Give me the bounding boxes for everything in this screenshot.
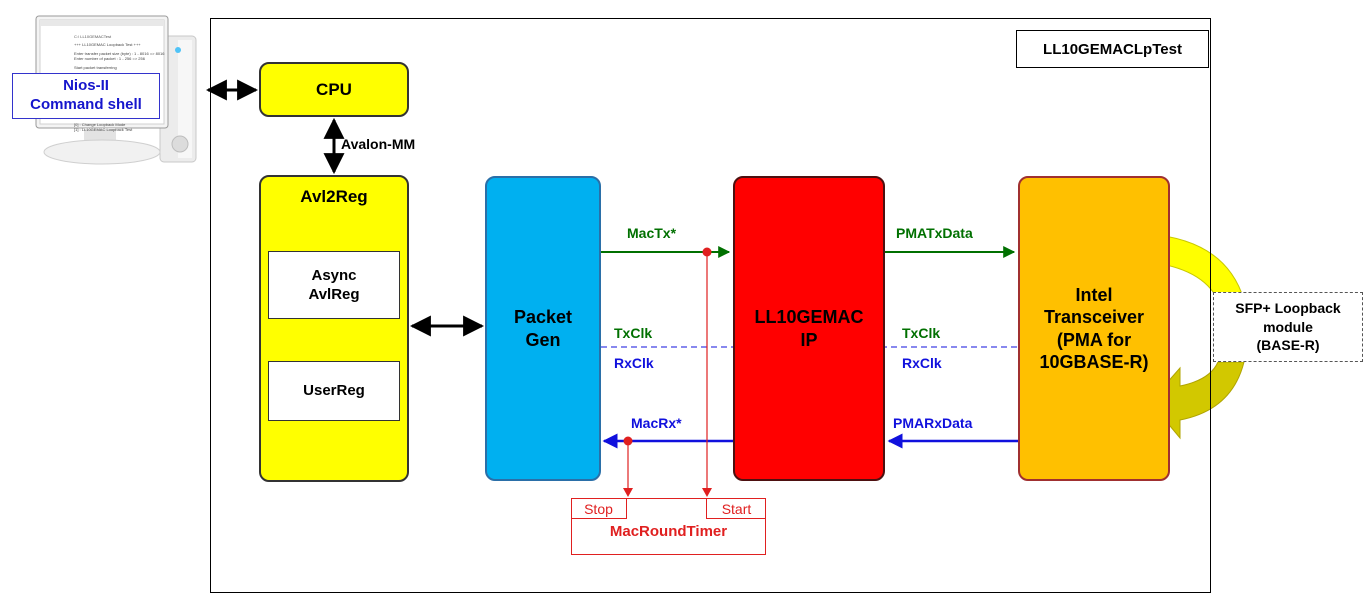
console-title: C:\ LL10GEMACTest (74, 34, 112, 39)
avalon-mm-label: Avalon-MM (341, 136, 416, 152)
async-avlreg-block: Async AvlReg (268, 251, 400, 319)
frame-title: LL10GEMACLpTest (1016, 30, 1209, 68)
ll10gemac-ip-block: LL10GEMAC IP (733, 176, 885, 481)
avl2reg-block: Avl2Reg (259, 175, 409, 482)
console-line: Start packet transferring (74, 65, 117, 70)
avl2reg-title: Avl2Reg (300, 187, 368, 206)
packet-gen-block: Packet Gen (485, 176, 601, 481)
timer-name: MacRoundTimer (609, 523, 728, 540)
cpu-block: CPU (259, 62, 409, 117)
timer-stop-port: Stop (571, 499, 627, 519)
rxclk-label-left: RxClk (614, 355, 654, 371)
macrx-label: MacRx* (631, 415, 682, 431)
nios-command-shell-label: Nios-II Command shell (12, 73, 160, 119)
userreg-block: UserReg (268, 361, 400, 421)
start-tap-arrowhead (702, 488, 712, 497)
timer-start-port: Start (706, 499, 766, 519)
rxclk-label-right: RxClk (902, 355, 942, 371)
console-line: +++ LL10GEMAC Loopback Test +++ (74, 42, 141, 47)
mactx-label: MacTx* (627, 225, 677, 241)
console-line: [0] : Change Loopback Mode (74, 122, 126, 127)
console-menu: [0] : Change Loopback Mode [1] : LL10GEM… (74, 122, 132, 132)
intel-transceiver-block: Intel Transceiver (PMA for 10GBASE-R) (1018, 176, 1170, 481)
sfp-loopback-module: SFP+ Loopback module (BASE-R) (1213, 292, 1363, 362)
txclk-label-right: TxClk (902, 325, 941, 341)
console-line: Enter transfer packet size (byte) : 1 - … (74, 51, 165, 56)
console-line: Enter number of packet : 1 - 256 => 256 (74, 56, 145, 61)
stop-tap-arrowhead (623, 488, 633, 497)
pmatx-label: PMATxData (896, 225, 973, 241)
start-tap-dot (702, 247, 712, 257)
console-line: [1] : LL10GEMAC Loopback Test (74, 127, 133, 132)
pmarx-label: PMARxData (893, 415, 973, 431)
txclk-label-left: TxClk (614, 325, 653, 341)
stop-tap-dot (623, 436, 633, 446)
macroundtimer-block: Stop Start MacRoundTimer (571, 498, 766, 555)
